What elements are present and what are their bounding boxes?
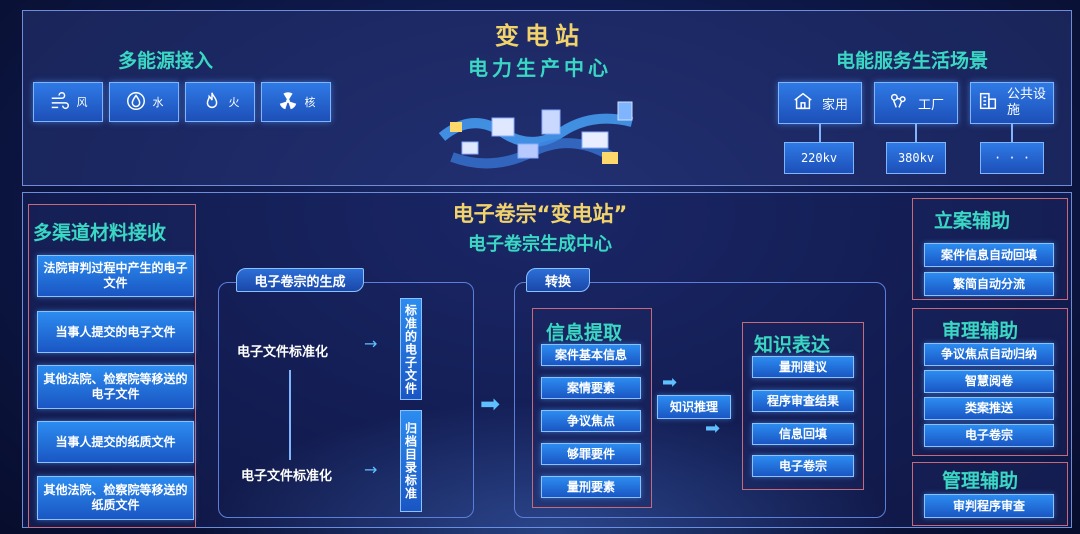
trial-item[interactable]: 智慧阅卷 <box>924 370 1054 393</box>
filing-item[interactable]: 繁简自动分流 <box>924 272 1054 296</box>
connector-line <box>819 124 821 142</box>
trial-item[interactable]: 电子卷宗 <box>924 424 1054 447</box>
service-label: 工厂 <box>917 97 944 113</box>
voltage-household: 220kv <box>784 142 854 174</box>
filing-assist-heading: 立案辅助 <box>934 210 1011 232</box>
energy-label: 水 <box>152 96 164 109</box>
energy-label: 核 <box>304 96 316 109</box>
extract-item[interactable]: 案情要素 <box>541 377 641 399</box>
connector-line <box>915 124 917 142</box>
channel-item[interactable]: 其他法院、检察院等移送的电子文件 <box>37 365 194 409</box>
trial-item[interactable]: 争议焦点自动归纳 <box>924 343 1054 366</box>
connector-line <box>289 370 291 460</box>
connector-line <box>1011 124 1013 142</box>
extract-item[interactable]: 够罪要件 <box>541 443 641 465</box>
energy-nuclear[interactable]: 核 <box>261 82 331 122</box>
archive-catalog-standard[interactable]: 归档目录标准 <box>400 410 422 512</box>
service-household[interactable]: 家用 <box>778 82 862 124</box>
house-icon <box>792 90 814 116</box>
channel-item[interactable]: 当事人提交的电子文件 <box>37 311 194 353</box>
trial-assist-heading: 审理辅助 <box>942 320 1019 342</box>
service-factory[interactable]: 工厂 <box>874 82 958 124</box>
expression-item[interactable]: 程序审查结果 <box>752 390 854 412</box>
expression-item[interactable]: 电子卷宗 <box>752 455 854 477</box>
arrow-right-icon: ➡ <box>705 418 721 439</box>
arrow-right-icon: → <box>364 334 378 353</box>
energy-label: 火 <box>228 96 240 109</box>
extract-item[interactable]: 量刑要素 <box>541 476 641 498</box>
e-dossier-subtitle: 电子卷宗生成中心 <box>468 234 612 255</box>
service-label: 公共设施 <box>1007 87 1047 118</box>
info-extract-box <box>532 308 652 508</box>
e-dossier-title: 电子卷宗“变电站” <box>452 202 628 226</box>
building-icon <box>977 90 999 116</box>
expression-item[interactable]: 量刑建议 <box>752 356 854 378</box>
extract-item[interactable]: 争议焦点 <box>541 410 641 432</box>
power-center-subtitle: 电力生产中心 <box>468 56 612 80</box>
voltage-factory: 380kv <box>886 142 946 174</box>
voltage-public: · · · <box>980 142 1044 174</box>
wind-icon <box>49 90 71 115</box>
standardize-label-bottom: 电子文件标准化 <box>241 469 333 484</box>
service-label: 家用 <box>821 97 848 113</box>
service-public-facilities[interactable]: 公共设施 <box>970 82 1054 124</box>
standard-e-files[interactable]: 标准的电子文件 <box>400 298 422 400</box>
energy-label: 风 <box>76 96 88 109</box>
nuclear-icon <box>277 90 299 115</box>
arrow-right-icon: → <box>364 460 378 479</box>
fire-icon <box>201 90 223 115</box>
energy-water[interactable]: 水 <box>109 82 179 122</box>
conversion-frame <box>514 282 886 518</box>
channels-heading: 多渠道材料接收 <box>33 222 167 244</box>
factory-icon <box>888 90 910 116</box>
substation-illustration <box>438 101 634 169</box>
info-extract-heading: 信息提取 <box>546 322 623 344</box>
conversion-tag: 转换 <box>526 268 590 292</box>
life-scenes-heading: 电能服务生活场景 <box>836 50 989 72</box>
energy-access-heading: 多能源接入 <box>118 50 214 72</box>
energy-wind[interactable]: 风 <box>33 82 103 122</box>
knowledge-reasoning[interactable]: 知识推理 <box>657 395 731 419</box>
channel-item[interactable]: 法院审判过程中产生的电子文件 <box>37 255 194 297</box>
standardize-label-top: 电子文件标准化 <box>237 345 329 360</box>
channel-item[interactable]: 当事人提交的纸质文件 <box>37 421 194 463</box>
channel-item[interactable]: 其他法院、检察院等移送的纸质文件 <box>37 476 194 520</box>
expression-item[interactable]: 信息回填 <box>752 423 854 445</box>
arrow-right-icon: ➡ <box>662 372 678 393</box>
management-item[interactable]: 审判程序审查 <box>924 494 1054 518</box>
extract-item[interactable]: 案件基本信息 <box>541 344 641 366</box>
filing-item[interactable]: 案件信息自动回填 <box>924 243 1054 267</box>
trial-item[interactable]: 类案推送 <box>924 397 1054 420</box>
arrow-right-icon: ➡ <box>480 390 501 418</box>
water-icon <box>125 90 147 115</box>
knowledge-expression-heading: 知识表达 <box>754 334 831 356</box>
substation-title: 变电站 <box>495 22 585 50</box>
energy-fire[interactable]: 火 <box>185 82 255 122</box>
management-assist-heading: 管理辅助 <box>942 470 1019 492</box>
generation-tag: 电子卷宗的生成 <box>236 268 364 292</box>
